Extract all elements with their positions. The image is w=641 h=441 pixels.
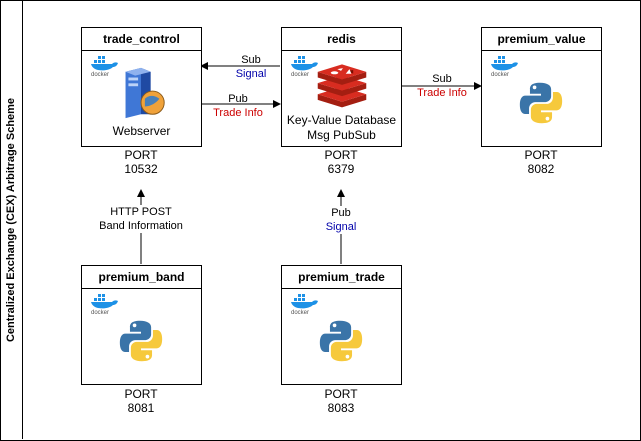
webserver-icon bbox=[125, 67, 165, 119]
docker-icon: docker bbox=[91, 56, 118, 77]
svg-text:docker: docker bbox=[91, 310, 109, 315]
docker-icon: docker bbox=[291, 56, 318, 77]
port-premium-band: PORT 8081 bbox=[124, 387, 158, 415]
node-title: trade_control bbox=[82, 28, 201, 51]
python-icon bbox=[319, 320, 363, 362]
node-title: premium_band bbox=[82, 266, 201, 289]
edge-label-sub-trade-info: Sub Trade Info bbox=[417, 73, 467, 99]
edge-label-http-post: HTTP POST Band Information bbox=[91, 205, 191, 233]
edge-label-sub-signal: Sub Signal bbox=[235, 54, 267, 80]
svg-text:docker: docker bbox=[291, 310, 309, 315]
node-title: redis bbox=[282, 28, 401, 51]
node-title: premium_value bbox=[482, 28, 601, 51]
node-trade-control: trade_control docker Webserver bbox=[81, 27, 202, 147]
node-premium-band: premium_band docker bbox=[81, 265, 202, 385]
edge-label-pub-trade-info: Pub Trade Info bbox=[213, 93, 263, 119]
port-premium-value: PORT 8082 bbox=[524, 148, 558, 176]
docker-icon: docker bbox=[91, 294, 118, 315]
node-caption-2: Msg PubSub bbox=[307, 128, 376, 142]
docker-icon: docker bbox=[291, 294, 318, 315]
svg-text:docker: docker bbox=[291, 72, 309, 77]
node-redis: redis docker Key-Value Database Msg PubS… bbox=[281, 27, 402, 147]
svg-text:docker: docker bbox=[491, 72, 509, 77]
svg-text:docker: docker bbox=[91, 72, 109, 77]
port-premium-trade: PORT 8083 bbox=[324, 387, 358, 415]
node-caption: Webserver bbox=[112, 124, 171, 138]
node-premium-trade: premium_trade docker bbox=[281, 265, 402, 385]
node-caption-1: Key-Value Database bbox=[286, 113, 397, 127]
python-icon bbox=[119, 320, 163, 362]
edge-label-pub-signal: Pub Signal bbox=[316, 206, 366, 234]
docker-icon: docker bbox=[491, 56, 518, 77]
redis-icon bbox=[317, 64, 367, 108]
node-premium-value: premium_value docker bbox=[481, 27, 602, 147]
node-title: premium_trade bbox=[282, 266, 401, 289]
python-icon bbox=[519, 82, 563, 124]
scheme-title-band: Centralized Exchange (CEX) Arbitrage Sch… bbox=[0, 0, 23, 439]
port-trade-control: PORT 10532 bbox=[124, 148, 158, 176]
port-redis: PORT 6379 bbox=[324, 148, 358, 176]
